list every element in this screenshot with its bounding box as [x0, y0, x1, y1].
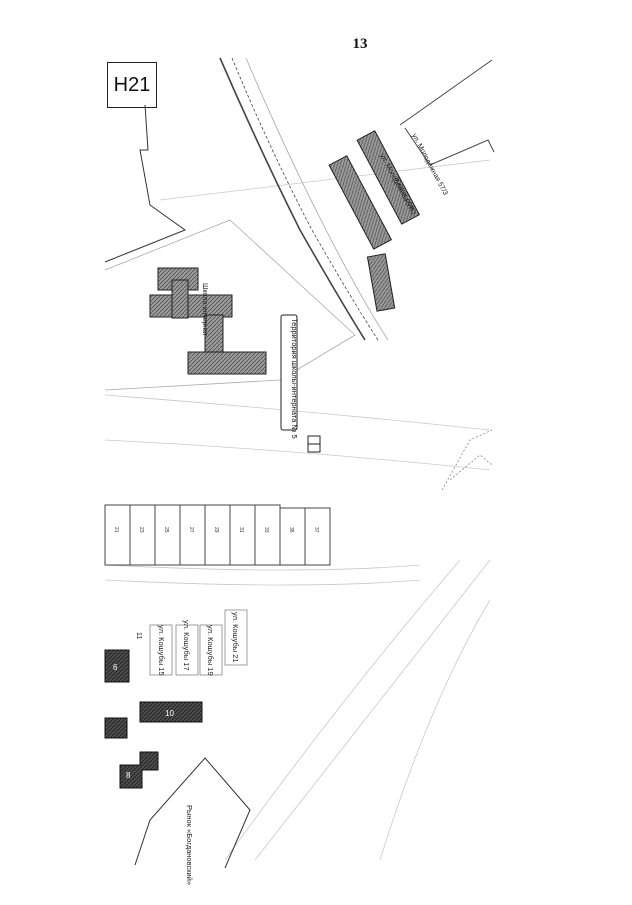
school-territory-outline	[104, 219, 356, 391]
garage-cell	[304, 507, 331, 566]
garage-cell	[104, 504, 131, 566]
garage-number: 25	[163, 527, 169, 533]
garage-number: 29	[213, 527, 219, 533]
garage-number: 33	[263, 527, 269, 533]
garage-number: 27	[188, 527, 194, 533]
label-molodezhnaya-57-3: ул. Молодёжная 57/3	[410, 133, 448, 197]
boundary-line	[104, 104, 187, 263]
garage-cell	[179, 504, 206, 566]
label-koshuba-17: ул. Кошубы 17	[182, 620, 191, 671]
building-number-8: 8	[126, 771, 131, 780]
building-molodezhnaya-57-3	[356, 130, 421, 225]
garage-number: 31	[238, 527, 244, 533]
garage-cell	[229, 504, 256, 566]
garage-cell	[254, 504, 281, 566]
garage-cell	[204, 504, 231, 566]
garage-number: 35	[288, 527, 294, 533]
label-koshuba-21: ул. Кошубы 21	[231, 612, 240, 663]
background-roads	[104, 159, 491, 861]
label-market: Рынок «Богдановский»	[185, 805, 194, 885]
market-outline	[134, 757, 251, 869]
garage-number: 23	[138, 527, 144, 533]
label-lot-11: 11	[135, 632, 142, 639]
main-road	[219, 57, 389, 341]
page-number: 13	[352, 36, 368, 52]
garage-cell	[154, 504, 181, 566]
block-outline-top	[399, 59, 495, 166]
garage-number: 37	[313, 527, 319, 533]
dark-buildings	[104, 649, 203, 789]
building-small	[366, 253, 396, 312]
school-building	[149, 267, 267, 375]
garage-cell	[129, 504, 156, 566]
building-number-10: 10	[165, 709, 174, 718]
garage-number: 21	[113, 527, 119, 533]
garages: 21 23 25 27 29 31 33 35 37	[104, 504, 331, 566]
right-dashed-area	[441, 429, 493, 491]
koshuba-houses	[149, 609, 248, 676]
label-koshuba-19: ул. Кошубы 19	[206, 625, 215, 676]
building-living-house	[328, 155, 393, 250]
building-number-6: 6	[113, 663, 118, 672]
label-school-building: Школа-интернат	[201, 283, 208, 337]
garage-cell	[279, 507, 306, 566]
label-school-territory: Территория школы-интерната № 5	[290, 318, 299, 439]
school-territory-label-box	[280, 314, 298, 431]
sheet-code-label: Н21	[107, 62, 157, 108]
label-koshuba-15: ул. Кошубы 15	[157, 625, 166, 676]
